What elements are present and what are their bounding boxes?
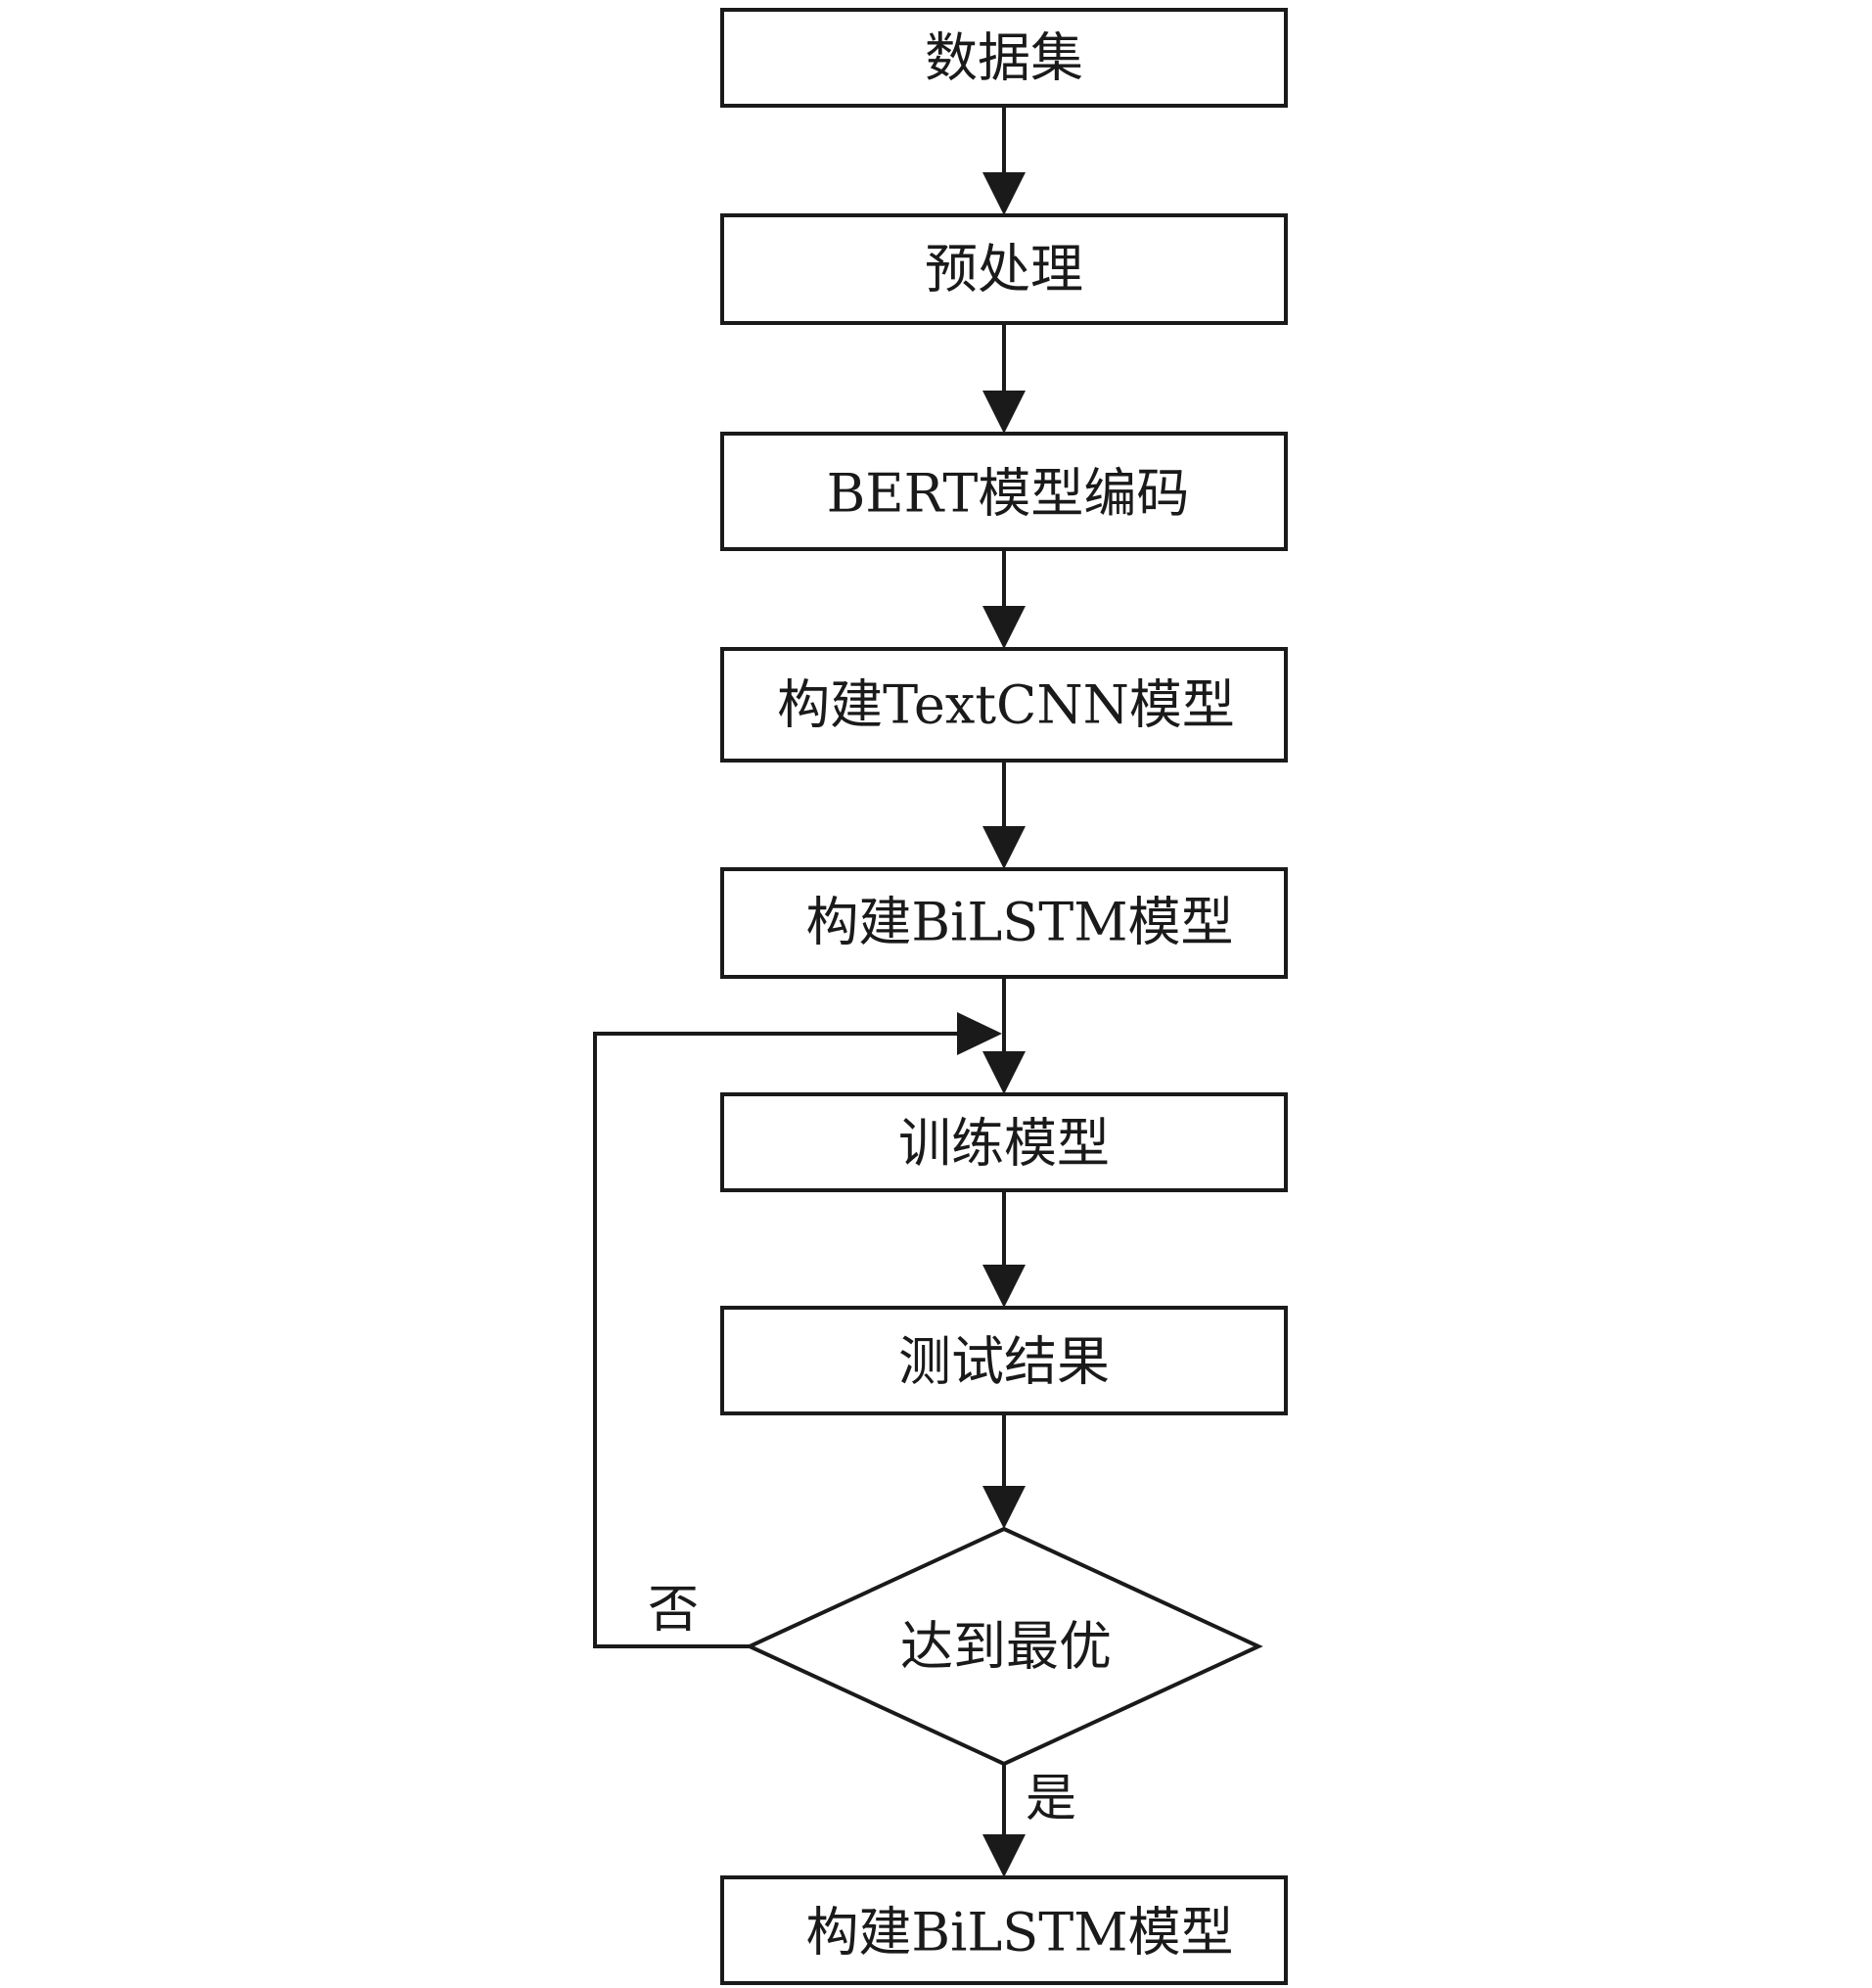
node-preprocess-box [720,213,1288,325]
node-textcnn-label: 构建TextCNN模型 [777,674,1235,736]
node-preprocess-label: 预处理 [925,239,1083,301]
node-bert-label: BERT模型编码 [827,463,1190,525]
edge-test-decision-arrowhead [982,1486,1026,1529]
edge-label-yes: 是 [1026,1770,1076,1828]
edge-textcnn-bilstm-arrowhead [982,826,1026,869]
edge-label-no: 否 [648,1581,699,1640]
node-final-label: 构建BiLSTM模型 [805,1902,1233,1964]
edge-train-test-arrowhead [982,1265,1026,1308]
node-bilstm-label: 构建BiLSTM模型 [805,892,1233,953]
node-textcnn-box [720,647,1288,763]
node-train-label: 训练模型 [898,1113,1110,1175]
edge-loop-back-arrowhead [957,1012,1002,1055]
edge-bilstm-train-arrowhead [982,1051,1026,1094]
edge-decision-final-arrowhead [982,1834,1026,1877]
node-test-label: 测试结果 [898,1331,1110,1393]
node-decision-label: 达到最优 [900,1616,1112,1678]
node-train-box [720,1092,1288,1192]
node-final-box [720,1875,1288,1985]
node-dataset-label: 数据集 [925,27,1083,89]
edge-bert-textcnn-arrowhead [982,606,1026,649]
edge-loop-back-line [593,1032,961,1648]
node-dataset-box [720,8,1288,108]
edge-preprocess-bert-arrowhead [982,391,1026,434]
edge-dataset-preprocess-arrowhead [982,172,1026,215]
